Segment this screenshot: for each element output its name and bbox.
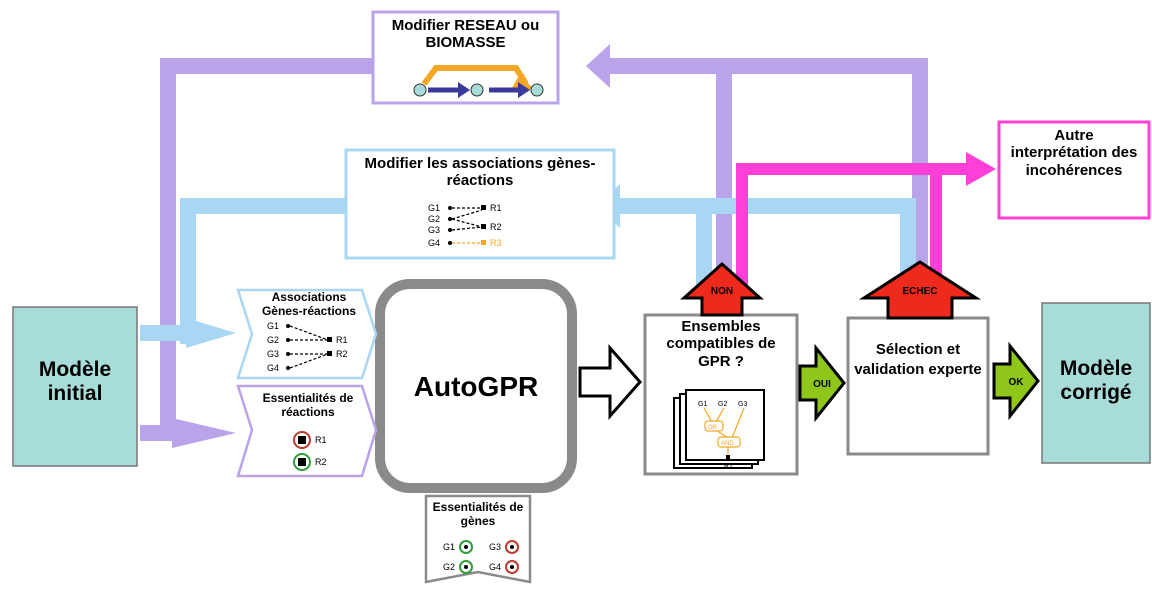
reaction-label: R1 [315,435,327,445]
reaction-label: R2 [490,222,502,232]
gene-label: G1 [428,203,440,213]
input-reaction-essentialities-shape [236,384,378,478]
gpr-tree-icon [673,389,765,469]
gene-label: G2 [428,214,440,224]
non-arrow [680,261,764,317]
gene-essentiality-markers [459,540,519,574]
reaction-label: R1 [490,203,502,213]
gene-label: G3 [738,401,747,408]
input-gene-essentialities-shape [424,494,532,584]
other-interpretation-connector [736,152,996,290]
gene-label: G2 [267,335,279,345]
modify-associations-box [344,148,616,260]
gene-label: G1 [443,542,455,552]
autogpr-label: AutoGPR [413,371,539,402]
oui-arrow [798,343,846,423]
ok-label: OK [1009,377,1025,388]
reaction-label: R3 [490,238,502,248]
gene-label: G4 [489,562,501,572]
reaction-label: R1 [336,335,348,345]
gene-label: G4 [428,238,440,248]
initial-model-box [12,306,138,467]
corrected-model-label: Modèle corrigé [1059,357,1133,405]
non-label: NON [711,286,733,297]
gene-reaction-icon [448,205,486,245]
other-interpretation-label: Autre interprétation des incohérences [1010,127,1138,179]
gene-label: G2 [443,562,455,572]
gene-label: G3 [267,349,279,359]
compatible-sets-label: Ensembles compatibles de GPR ? [666,318,776,370]
reaction-label: R2 [336,349,348,359]
gene-label: G2 [718,401,727,408]
input-associations-label: Associations Gènes-réactions [261,290,357,318]
selection-box [846,316,990,456]
corrected-model-box [1041,302,1151,464]
oui-label: OUI [813,379,831,390]
gene-label: G1 [698,401,707,408]
gene-label: G1 [267,321,279,331]
echec-arrow [858,260,982,320]
reaction-label: R1 [724,463,733,470]
network-icon [413,65,544,98]
gpr-operator-label: AND [721,441,734,447]
gene-label: G3 [428,225,440,235]
modify-network-label: Modifier RESEAU ou BIOMASSE [391,17,540,52]
gene-label: G4 [267,363,279,373]
association-mini-icon [286,324,332,370]
feedback-association-connector [140,184,916,348]
feedback-network-connector [140,44,928,448]
other-interpretation-box [997,120,1151,220]
input-gene-essentialities-label: Essentialités de gènes [432,500,524,528]
echec-label: ECHEC [902,286,937,297]
input-reaction-essentialities-label: Essentialités de réactions [262,391,354,419]
modify-associations-label: Modifier les associations gènes-réaction… [364,155,596,190]
initial-model-label: Modèle initial [38,358,112,406]
autogpr-output-arrow [578,344,643,420]
reaction-essentiality-markers [293,431,311,471]
ok-arrow [992,341,1040,421]
input-associations-shape [236,288,378,380]
selection-label: Sélection et validation experte [854,341,982,378]
autogpr-box [375,279,577,493]
gpr-operator-label: OR [708,425,718,431]
reaction-label: R2 [315,457,327,467]
gene-label: G3 [489,542,501,552]
